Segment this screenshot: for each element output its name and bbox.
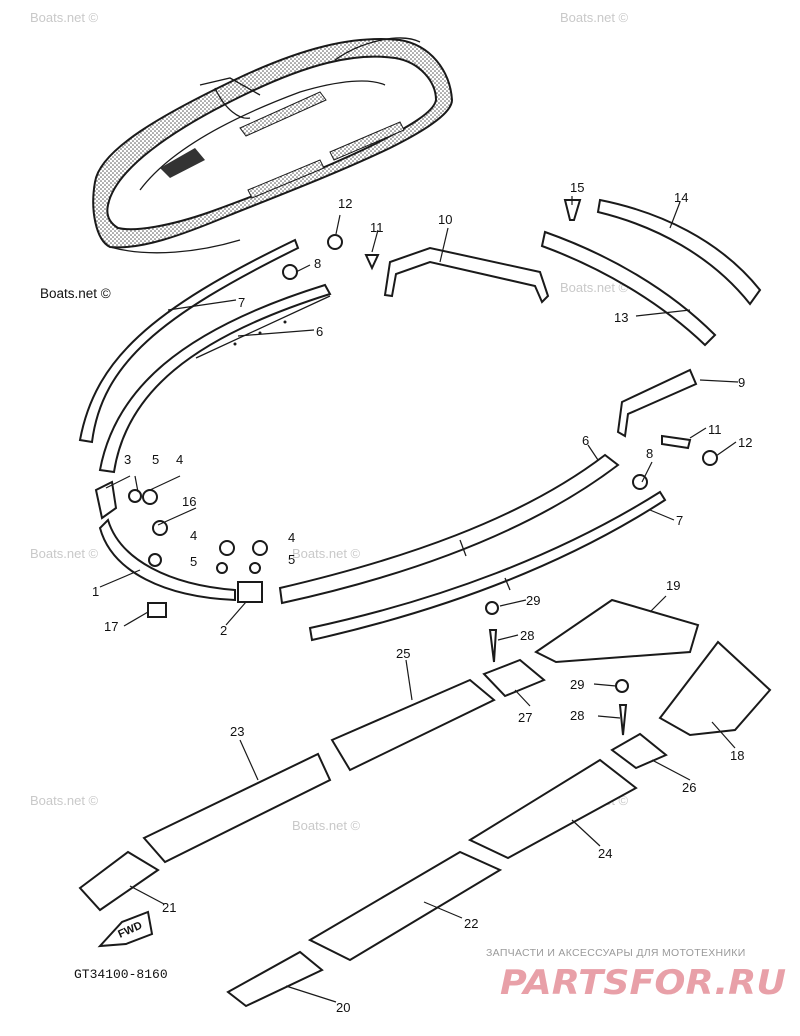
callout-10: 10 xyxy=(438,212,452,227)
watermark: Boats.net © xyxy=(560,280,629,295)
callout-23: 23 xyxy=(230,724,244,739)
callout-11: 11 xyxy=(370,220,384,235)
callout-12: 12 xyxy=(738,435,752,450)
callout-6: 6 xyxy=(582,433,589,448)
callout-8: 8 xyxy=(314,256,321,271)
callout-2: 2 xyxy=(220,623,227,638)
callout-4: 4 xyxy=(190,528,197,543)
callout-16: 16 xyxy=(182,494,196,509)
callout-18: 18 xyxy=(730,748,744,763)
right-gunwale-rails xyxy=(278,453,667,642)
callout-3: 3 xyxy=(124,452,131,467)
callout-7: 7 xyxy=(238,295,245,310)
leader-lines xyxy=(99,196,739,1003)
callout-21: 21 xyxy=(162,900,176,915)
callout-24: 24 xyxy=(598,846,612,861)
callout-13: 13 xyxy=(614,310,628,325)
callout-15: 15 xyxy=(570,180,584,195)
watermark: Boats.net © xyxy=(292,818,361,833)
callout-17: 17 xyxy=(104,619,118,634)
brand-logo-text: PARTSFOR.RU xyxy=(500,963,786,1003)
jetski-hull-illustration xyxy=(92,37,454,254)
watermark: Boats.net © xyxy=(30,546,99,561)
callout-26: 26 xyxy=(682,780,696,795)
callout-numbers: 1 2 3 4 4 4 5 5 5 6 6 7 7 8 8 9 10 11 11… xyxy=(92,180,752,1015)
callout-6: 6 xyxy=(316,324,323,339)
callout-9: 9 xyxy=(738,375,745,390)
callout-22: 22 xyxy=(464,916,478,931)
brand-tagline: ЗАПЧАСТИ И АКСЕССУАРЫ ДЛЯ МОТОТЕХНИКИ xyxy=(486,947,746,959)
callout-8: 8 xyxy=(646,446,653,461)
left-gunwale-rails xyxy=(78,238,332,474)
watermark: Boats.net © xyxy=(560,10,629,25)
callout-12: 12 xyxy=(338,196,352,211)
brand-logo: ЗАПЧАСТИ И АКСЕССУАРЫ ДЛЯ МОТОТЕХНИКИ PA… xyxy=(486,947,786,1003)
callout-5: 5 xyxy=(190,554,197,569)
watermark: Boats.net © xyxy=(30,10,99,25)
callout-29: 29 xyxy=(570,677,584,692)
watermark-label: Boats.net © xyxy=(40,286,111,301)
callout-1: 1 xyxy=(92,584,99,599)
brackets xyxy=(383,246,698,438)
callout-27: 27 xyxy=(518,710,532,725)
callout-4: 4 xyxy=(176,452,183,467)
callout-11: 11 xyxy=(708,422,722,437)
callout-20: 20 xyxy=(336,1000,350,1015)
callout-29: 29 xyxy=(526,593,540,608)
watermark: Boats.net © xyxy=(30,793,99,808)
callout-14: 14 xyxy=(674,190,688,205)
rear-bumpers xyxy=(540,198,762,347)
callout-25: 25 xyxy=(396,646,410,661)
fwd-arrow: FWD xyxy=(97,910,154,948)
callout-19: 19 xyxy=(666,578,680,593)
callout-28: 28 xyxy=(570,708,584,723)
callout-28: 28 xyxy=(520,628,534,643)
callout-5: 5 xyxy=(152,452,159,467)
callout-5: 5 xyxy=(288,552,295,567)
deck-mats xyxy=(78,598,772,1008)
watermark: Boats.net © xyxy=(292,546,361,561)
bow-parts xyxy=(94,480,263,618)
callout-4: 4 xyxy=(288,530,295,545)
callout-7: 7 xyxy=(676,513,683,528)
diagram-code: GT34100-8160 xyxy=(74,967,168,982)
